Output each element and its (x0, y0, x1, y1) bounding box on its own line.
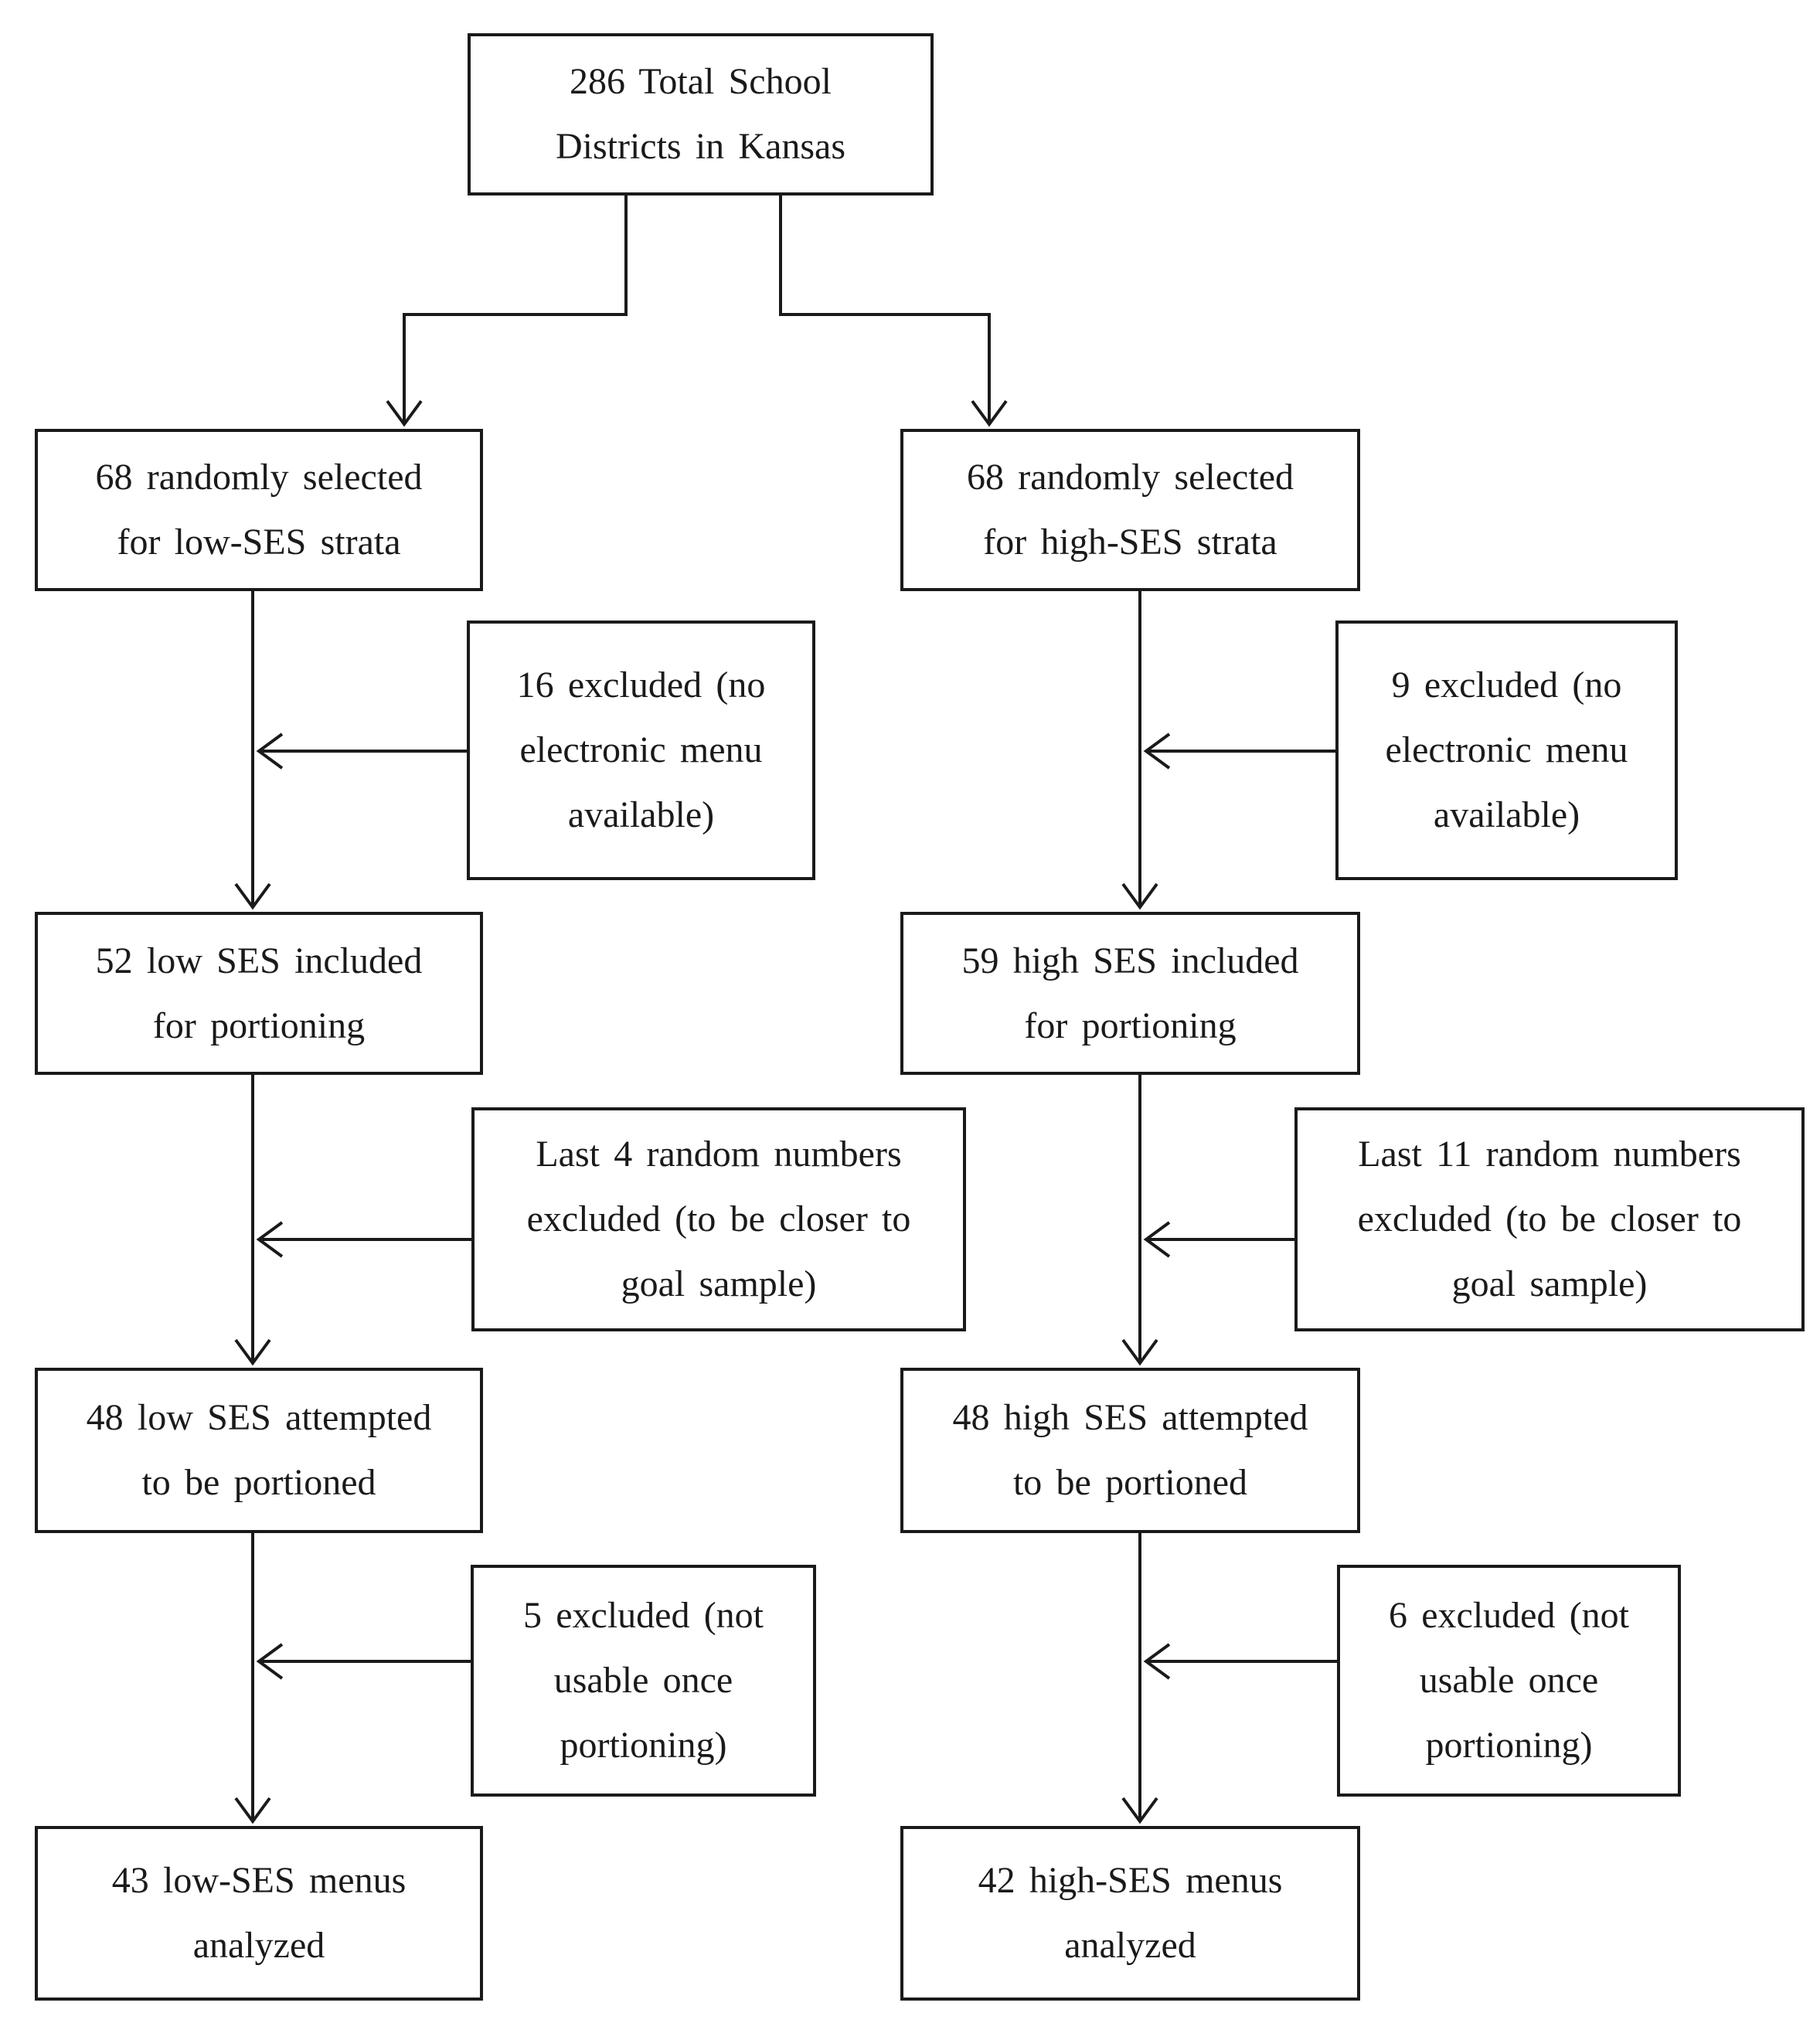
node-line: available) (1433, 794, 1580, 835)
node-line: to be portioned (141, 1462, 376, 1503)
node-line: usable once (553, 1660, 733, 1701)
node-line: 52 low SES included (95, 940, 423, 981)
node-line: analyzed (192, 1925, 325, 1966)
node-line: Last 11 random numbers (1358, 1134, 1741, 1175)
node-line: 68 randomly selected (966, 457, 1294, 498)
node-line: 16 excluded (no (516, 665, 766, 706)
node-line: 59 high SES included (961, 940, 1299, 981)
node-high-analyzed: 42 high-SES menus analyzed (900, 1826, 1360, 2001)
node-low-analyzed: 43 low-SES menus analyzed (35, 1826, 483, 2001)
node-low-excluded-no-menu: 16 excluded (no electronic menu availabl… (467, 620, 815, 880)
node-line: portioning) (560, 1725, 727, 1766)
node-line: usable once (1419, 1660, 1599, 1701)
connector-total-to-high-selected (779, 194, 1008, 427)
node-line: 6 excluded (not (1388, 1595, 1630, 1636)
node-line: analyzed (1064, 1925, 1196, 1966)
node-high-attempted: 48 high SES attempted to be portioned (900, 1368, 1360, 1533)
node-line: for portioning (1024, 1005, 1237, 1046)
node-high-included: 59 high SES included for portioning (900, 912, 1360, 1075)
node-line: to be portioned (1012, 1462, 1248, 1503)
node-line: 48 high SES attempted (952, 1397, 1308, 1438)
node-line: 5 excluded (not (522, 1595, 764, 1636)
node-line: 68 randomly selected (95, 457, 423, 498)
node-line: 286 Total School (570, 61, 832, 102)
node-line: electronic menu (1385, 729, 1628, 770)
node-low-excluded-not-usable: 5 excluded (not usable once portioning) (471, 1565, 816, 1797)
node-line: 48 low SES attempted (86, 1397, 432, 1438)
node-line: excluded (to be closer to (526, 1198, 911, 1239)
node-line: Last 4 random numbers (536, 1134, 902, 1175)
node-low-attempted: 48 low SES attempted to be portioned (35, 1368, 483, 1533)
node-high-excluded-not-usable: 6 excluded (not usable once portioning) (1337, 1565, 1681, 1797)
node-low-excluded-random: Last 4 random numbers excluded (to be cl… (471, 1107, 966, 1331)
node-line: for low-SES strata (117, 522, 401, 563)
node-line: electronic menu (519, 729, 763, 770)
node-line: for portioning (152, 1005, 366, 1046)
node-line: 9 excluded (no (1391, 665, 1622, 706)
node-line: goal sample) (621, 1263, 817, 1304)
connector-total-to-low-selected (386, 194, 628, 427)
node-line: available) (567, 794, 715, 835)
node-line: goal sample) (1451, 1263, 1648, 1304)
node-high-excluded-no-menu: 9 excluded (no electronic menu available… (1335, 620, 1678, 880)
node-line: 42 high-SES menus (978, 1860, 1283, 1901)
node-line: portioning) (1425, 1725, 1593, 1766)
node-low-included: 52 low SES included for portioning (35, 912, 483, 1075)
node-line: for high-SES strata (983, 522, 1277, 563)
node-high-selected: 68 randomly selected for high-SES strata (900, 429, 1360, 591)
node-total-districts: 286 Total School Districts in Kansas (468, 33, 934, 196)
node-line: Districts in Kansas (555, 126, 846, 167)
node-line: excluded (to be closer to (1357, 1198, 1742, 1239)
node-line: 43 low-SES menus (111, 1860, 407, 1901)
node-low-selected: 68 randomly selected for low-SES strata (35, 429, 483, 591)
node-high-excluded-random: Last 11 random numbers excluded (to be c… (1294, 1107, 1805, 1331)
